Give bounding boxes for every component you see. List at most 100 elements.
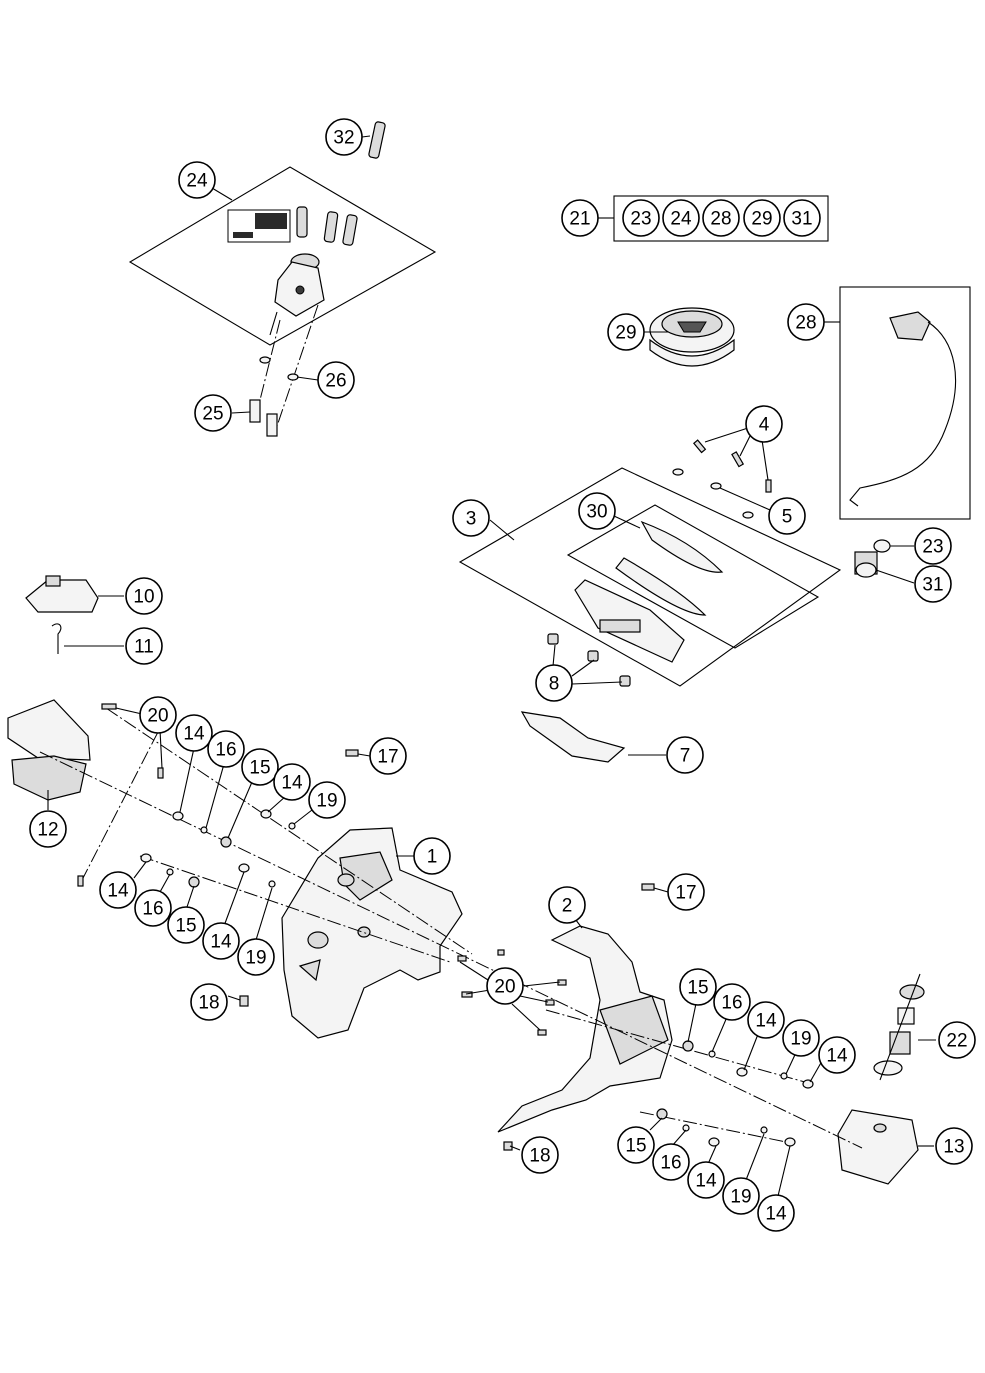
tank-cover-panel-3: [574, 579, 685, 663]
callout-18-b: 18: [521, 1136, 559, 1174]
svg-text:14: 14: [765, 1204, 787, 1225]
screws-4: [692, 439, 772, 493]
svg-text:7: 7: [680, 746, 691, 767]
callout-16-a: 16: [207, 730, 245, 768]
svg-text:28: 28: [795, 313, 816, 334]
kit-3-group-box: [458, 467, 842, 687]
callout-16-d: 16: [652, 1143, 690, 1181]
svg-text:16: 16: [215, 740, 236, 761]
callout-29-kit: 29: [743, 199, 781, 237]
svg-text:20: 20: [147, 706, 168, 727]
lock-label-card: [227, 209, 291, 243]
leader-lines: [115, 707, 827, 1197]
svg-text:5: 5: [782, 507, 793, 528]
hardware-bolts-and-washers: [77, 703, 814, 1151]
callout-22: 22: [938, 1021, 976, 1059]
callout-31-kit: 31: [783, 199, 821, 237]
svg-text:15: 15: [249, 758, 270, 779]
grommets-8: [547, 633, 631, 687]
svg-text:19: 19: [730, 1187, 751, 1208]
svg-text:11: 11: [134, 637, 154, 658]
callout-29: 29: [607, 313, 645, 351]
kit-24-group-box: [128, 166, 437, 346]
callout-14-f: 14: [818, 1036, 856, 1074]
svg-text:26: 26: [325, 371, 346, 392]
svg-text:8: 8: [549, 674, 560, 695]
svg-text:17: 17: [675, 883, 696, 904]
power-socket-31: [854, 539, 891, 578]
svg-text:20: 20: [494, 977, 515, 998]
callout-12: 12: [29, 810, 67, 848]
svg-text:22: 22: [946, 1031, 967, 1052]
svg-text:13: 13: [943, 1137, 964, 1158]
washer-26b: [287, 373, 299, 381]
svg-text:14: 14: [281, 773, 303, 794]
clip-11: [51, 623, 62, 654]
svg-text:10: 10: [133, 587, 154, 608]
svg-text:16: 16: [660, 1153, 681, 1174]
svg-text:21: 21: [569, 209, 590, 230]
kit-28-box: [839, 286, 971, 520]
callout-30: 30: [578, 492, 616, 530]
bracket-cover-13: [837, 1109, 919, 1185]
svg-text:18: 18: [529, 1146, 550, 1167]
svg-text:14: 14: [183, 724, 205, 745]
svg-text:16: 16: [142, 899, 163, 920]
svg-text:19: 19: [316, 791, 337, 812]
svg-text:14: 14: [107, 881, 129, 902]
shear-bolt-25b: [266, 413, 278, 437]
svg-text:19: 19: [790, 1029, 811, 1050]
callout-32: 32: [325, 118, 363, 156]
svg-text:14: 14: [695, 1171, 717, 1192]
svg-text:25: 25: [202, 404, 223, 425]
callout-15-a: 15: [241, 748, 279, 786]
svg-text:2: 2: [562, 896, 573, 917]
spare-key-32: [368, 121, 386, 159]
callout-17-a: 17: [369, 737, 407, 775]
gasket-30: [615, 520, 724, 616]
svg-text:3: 3: [466, 509, 477, 530]
callout-14-e: 14: [747, 1001, 785, 1039]
callout-25: 25: [194, 394, 232, 432]
callout-1: 1: [413, 837, 451, 875]
svg-text:29: 29: [751, 209, 772, 230]
callout-13: 13: [935, 1127, 973, 1165]
callout-17-b: 17: [667, 873, 705, 911]
axis-lock-left: [254, 319, 281, 421]
callout-26: 26: [317, 361, 355, 399]
callout-31: 31: [914, 565, 952, 603]
svg-text:16: 16: [721, 993, 742, 1014]
callout-4: 4: [745, 405, 783, 443]
callout-18-a: 18: [190, 983, 228, 1021]
callout-14-b: 14: [273, 763, 311, 801]
svg-text:31: 31: [922, 575, 943, 596]
svg-text:15: 15: [625, 1136, 646, 1157]
svg-text:30: 30: [586, 502, 607, 523]
callout-10: 10: [125, 577, 163, 615]
washer-26a: [259, 356, 271, 364]
socket-assembly-22: [873, 973, 925, 1081]
fuel-tank-cap-29: [649, 307, 735, 367]
svg-text:17: 17: [377, 747, 398, 768]
svg-text:28: 28: [710, 209, 731, 230]
callout-2: 2: [548, 886, 586, 924]
shear-bolt-25a: [249, 399, 261, 423]
svg-text:15: 15: [687, 978, 708, 999]
axis-20-down: [81, 731, 159, 881]
callout-23: 23: [914, 527, 952, 565]
callout-8: 8: [535, 664, 573, 702]
svg-text:29: 29: [615, 323, 636, 344]
callout-15-d: 15: [617, 1126, 655, 1164]
axis-main-lower: [39, 751, 863, 1149]
callout-11: 11: [125, 627, 163, 665]
svg-text:4: 4: [759, 415, 770, 436]
callout-28-kit: 28: [702, 199, 740, 237]
callout-28: 28: [787, 303, 825, 341]
callout-16-c: 16: [713, 983, 751, 1021]
callout-20-upper: 20: [139, 696, 177, 734]
svg-text:19: 19: [245, 948, 266, 969]
svg-text:32: 32: [333, 128, 354, 149]
svg-text:24: 24: [670, 209, 692, 230]
